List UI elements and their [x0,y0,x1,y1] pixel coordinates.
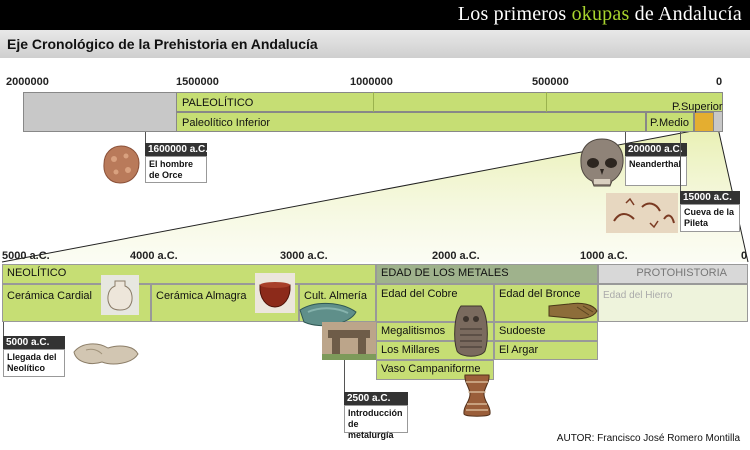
cardial-vase-icon [101,275,139,315]
connector [680,132,681,192]
tick-5000ac: 5000 a.C. [2,250,50,262]
metales-label: EDAD DE LOS METALES [381,267,509,279]
paleolitico-inferior-label: Paleolítico Inferior [182,117,271,129]
dolmen-icon [322,322,376,360]
stone-axe-icon [299,303,357,327]
tick-1500000: 1500000 [176,76,219,88]
argar-label: El Argar [499,344,539,356]
tick-2000ac: 2000 a.C. [432,250,480,262]
metales-band: EDAD DE LOS METALES [376,264,598,284]
neolithic-pottery-icon [73,343,139,365]
paleolitico-band: PALEOLÍTICO [176,92,723,112]
note-text: El hombre de Orce [145,156,207,183]
campaniforme-label: Vaso Campaniforme [381,363,481,375]
note-neanderthal: 200000 a.C. Neanderthal [625,143,687,186]
neolitico-label: NEOLÍTICO [7,267,67,279]
tick-3000ac: 3000 a.C. [280,250,328,262]
tick-0: 0 [741,250,748,262]
note-date: 1600000 a.C. [145,143,208,156]
protohistoria-band: PROTOHISTORIA [598,264,748,284]
edad-cobre-label: Edad del Cobre [381,288,458,300]
edad-hierro-band: Edad del Hierro [598,284,748,322]
argar-band: El Argar [494,341,598,360]
millares-label: Los Millares [381,344,440,356]
tick-0: 0 [716,76,723,88]
tick-1000000: 1000000 [350,76,393,88]
neanderthal-skull-icon [580,138,624,187]
author-credit: AUTOR: Francisco José Romero Montilla [556,433,740,444]
bell-beaker-icon [463,374,491,417]
connector [145,132,146,144]
edad-hierro-label: Edad del Hierro [603,290,673,301]
note-text: Neanderthal [625,156,687,186]
paleolitico-inferior-band: Paleolítico Inferior [176,112,646,132]
edad-cobre-band: Edad del Cobre [376,284,494,322]
p-medio-label: P.Medio [650,117,689,129]
edad-bronce-label: Edad del Bronce [499,288,581,300]
p-medio-band: P.Medio [646,112,694,132]
tick-500000: 500000 [532,76,569,88]
note-date: 2500 a.C. [344,392,408,405]
connector [344,360,345,393]
note-metalurgia: 2500 a.C. Introducción de metalurgía [344,392,408,440]
bronze-tool-icon [548,302,598,320]
ceramica-almagra-label: Cerámica Almagra [156,290,247,302]
cult-almeria-label: Cult. Almería [304,290,367,302]
almagra-bowl-icon [255,273,295,313]
tick-4000ac: 4000 a.C. [130,250,178,262]
sudoeste-label: Sudoeste [499,325,546,337]
sudoeste-band: Sudoeste [494,322,598,341]
page-title: Eje Cronológico de la Prehistoria en And… [7,36,318,52]
note-neolitico: 5000 a.C. Llegada del Neolítico [3,336,65,377]
note-pileta: 15000 a.C. Cueva de la Pileta [680,191,740,232]
ceramica-cardial-label: Cerámica Cardial [7,290,92,302]
connector [625,132,626,144]
connector [3,322,4,337]
neolitico-band: NEOLÍTICO [2,264,376,284]
tick-1000ac: 1000 a.C. [580,250,628,262]
note-date: 5000 a.C. [3,336,65,349]
p-superior-band [694,112,714,132]
note-orce: 1600000 a.C. El hombre de Orce [145,143,208,183]
paleolitico-label: PALEOLÍTICO [182,97,254,109]
cave-painting-icon [606,193,678,233]
tick-2000000: 2000000 [6,76,49,88]
note-text: Cueva de la Pileta [680,204,740,232]
orce-fossil-icon [103,145,140,184]
top-banner [0,0,750,30]
note-text: Llegada del Neolítico [3,349,65,377]
megalitismos-label: Megalitismos [381,325,446,337]
idol-plaque-icon [454,305,488,357]
protohistoria-label: PROTOHISTORIA [636,267,727,279]
note-date: 15000 a.C. [680,191,740,204]
brand-title: Los primeros okupas de Andalucía [457,3,742,25]
note-text: Introducción de metalurgía [344,405,408,440]
note-date: 200000 a.C. [625,143,687,156]
p-superior-label: P.Superior [672,101,723,113]
title-bar: Eje Cronológico de la Prehistoria en And… [0,30,750,58]
